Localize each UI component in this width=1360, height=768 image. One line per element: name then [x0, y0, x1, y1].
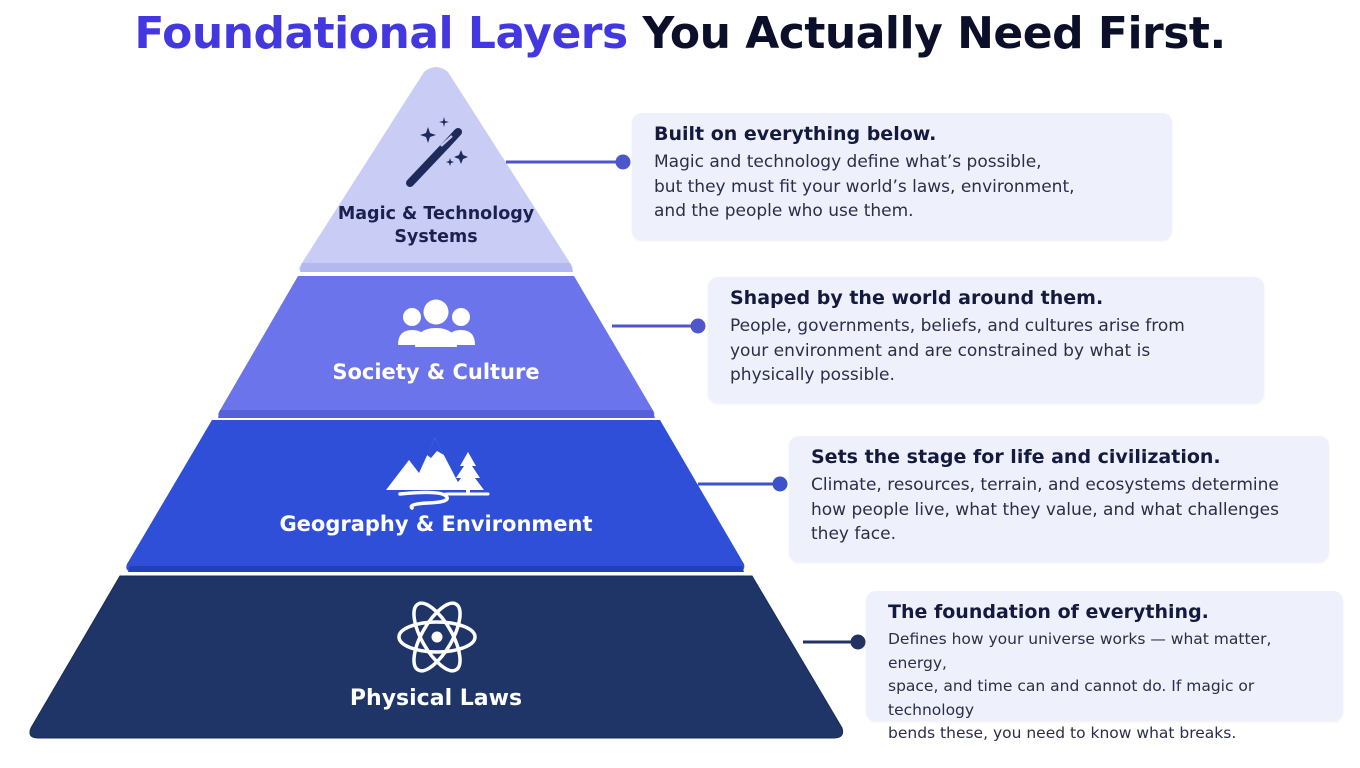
callout-geography: Sets the stage for life and civilization… — [789, 436, 1329, 562]
callout-society-body: People, governments, beliefs, and cultur… — [730, 314, 1242, 388]
callout-physics-line-3: bends these, you need to know what break… — [888, 724, 1237, 742]
callout-geography-line-2: how people live, what they value, and wh… — [811, 499, 1279, 520]
layer-label-magic-line-1: Magic & Technology — [337, 204, 535, 224]
title-rest: You Actually Need First. — [627, 8, 1227, 59]
callout-magic-body: Magic and technology define what’s possi… — [654, 150, 1150, 224]
callout-physics: The foundation of everything. Defines ho… — [866, 591, 1343, 742]
callout-society-line-3: physically possible. — [730, 365, 895, 385]
connector-physics — [803, 634, 866, 650]
callout-physics-title: The foundation of everything. — [888, 601, 1209, 623]
callout-geography-body: Climate, resources, terrain, and ecosyst… — [811, 473, 1307, 547]
layer-label-magic-line-2: Systems — [394, 227, 478, 247]
callout-geography-line-1: Climate, resources, terrain, and ecosyst… — [811, 475, 1279, 495]
callout-magic-title: Built on everything below. — [654, 123, 937, 145]
title-accent: Foundational Layers — [134, 8, 628, 59]
callout-geography-line-3: they face. — [811, 524, 896, 544]
magic-wand-icon — [406, 117, 468, 187]
callout-geography-title: Sets the stage for life and civilization… — [811, 446, 1221, 468]
people-group-icon — [398, 299, 475, 347]
callout-physics-line-2: space, and time can and cannot do. If ma… — [888, 677, 1255, 719]
layer-label-geography: Geography & Environment — [279, 512, 593, 536]
layer-magic — [299, 67, 573, 272]
callout-society-line-1: People, governments, beliefs, and cultur… — [730, 316, 1185, 336]
atom-icon — [397, 601, 477, 673]
callout-magic: Built on everything below. Magic and tec… — [632, 113, 1172, 240]
connector-magic — [506, 154, 631, 170]
callout-magic-line-2: but they must fit your world’s laws, env… — [654, 176, 1075, 197]
callout-society: Shaped by the world around them. People,… — [708, 277, 1264, 403]
layer-label-physics: Physical Laws — [349, 686, 523, 711]
callout-society-title: Shaped by the world around them. — [730, 287, 1104, 309]
callout-society-line-2: your environment and are constrained by … — [730, 340, 1151, 361]
layer-label-society: Society & Culture — [332, 360, 540, 384]
callout-magic-line-1: Magic and technology define what’s possi… — [654, 152, 1042, 172]
connector-geography — [698, 476, 788, 492]
layer-geography — [126, 420, 745, 572]
connector-society — [612, 318, 706, 334]
callout-physics-line-1: Defines how your universe works — what m… — [888, 630, 1272, 672]
mountain-tree-icon — [386, 438, 490, 510]
layer-label-magic: Magic & Technology Systems — [316, 203, 556, 249]
callout-physics-body: Defines how your universe works — what m… — [888, 628, 1321, 746]
page-title: Foundational Layers You Actually Need Fi… — [0, 6, 1360, 62]
layer-physical-laws — [29, 575, 844, 739]
callout-magic-line-3: and the people who use them. — [654, 201, 914, 221]
